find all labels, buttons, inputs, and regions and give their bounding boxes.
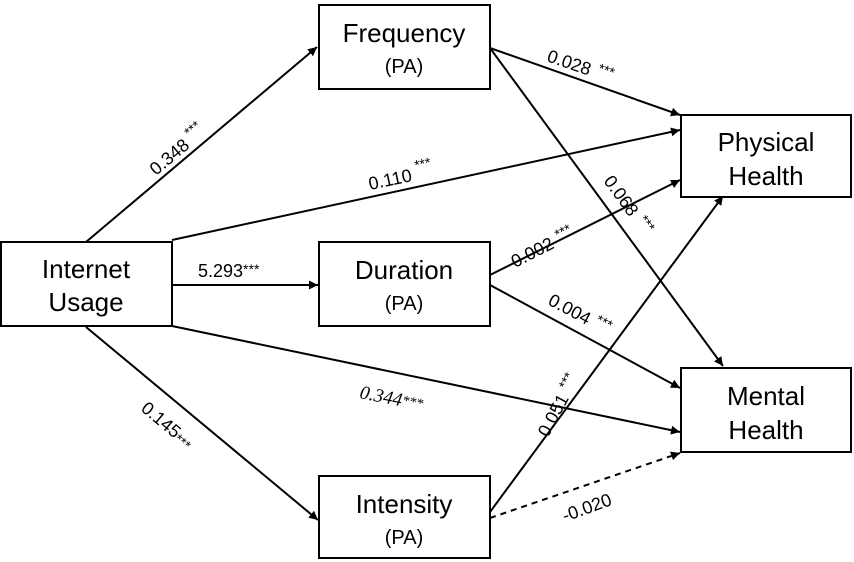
label-intensity-to-physical: 0.051***	[531, 369, 583, 440]
node-physical-health-box	[680, 114, 852, 198]
node-duration-box	[318, 241, 491, 327]
node-mental-health-line2: Health	[728, 415, 803, 445]
node-frequency: Frequency (PA)	[318, 4, 491, 90]
node-frequency-line2: (PA)	[385, 56, 424, 78]
node-intensity-line2: (PA)	[385, 527, 424, 549]
node-internet-usage-line1: Internet	[42, 254, 131, 284]
label-duration-to-mental: 0.004***	[545, 287, 616, 339]
label-frequency-to-mental: 0.068***	[600, 170, 659, 239]
node-duration-line2: (PA)	[385, 293, 424, 315]
label-iu-to-frequency: 0.348***	[143, 117, 210, 179]
node-mental-health-line1: Mental	[727, 381, 805, 411]
label-iu-to-duration: 5.293***	[198, 261, 260, 281]
label-iu-to-intensity: 0.145***	[137, 398, 198, 454]
node-internet-usage: Internet Usage	[0, 241, 173, 327]
label-iu-to-mental: 0.344***	[358, 382, 425, 415]
node-duration-line1: Duration	[355, 255, 453, 285]
label-iu-to-physical: 0.110***	[365, 154, 435, 194]
edge-intensity-to-mental	[489, 451, 681, 519]
node-internet-usage-box	[0, 241, 173, 327]
node-intensity: Intensity (PA)	[318, 475, 491, 559]
node-mental-health: Mental Health	[680, 367, 852, 453]
edge-intensity-to-physical	[489, 195, 724, 513]
edge-duration-to-mental	[489, 284, 681, 389]
label-intensity-to-mental: -0.020	[560, 490, 615, 526]
node-physical-health-line2: Health	[728, 161, 803, 191]
node-internet-usage-line2: Usage	[48, 287, 123, 317]
node-frequency-line1: Frequency	[343, 18, 466, 48]
node-physical-health-line1: Physical	[718, 127, 815, 157]
node-intensity-box	[318, 475, 491, 559]
label-duration-to-physical: 0.002***	[506, 220, 577, 271]
node-frequency-box	[318, 4, 491, 90]
edge-frequency-to-mental	[489, 47, 724, 367]
edge-frequency-to-physical	[489, 47, 681, 117]
edge-duration-to-physical	[489, 179, 681, 276]
edge-iu-to-mental	[171, 325, 681, 435]
node-duration: Duration (PA)	[318, 241, 491, 327]
node-physical-health: Physical Health	[680, 114, 852, 198]
node-mental-health-box	[680, 367, 852, 453]
edge-iu-to-frequency	[85, 46, 318, 243]
edges	[85, 46, 724, 521]
edge-iu-to-intensity	[85, 326, 319, 521]
edge-iu-to-physical	[171, 127, 681, 241]
node-intensity-line1: Intensity	[356, 489, 453, 519]
